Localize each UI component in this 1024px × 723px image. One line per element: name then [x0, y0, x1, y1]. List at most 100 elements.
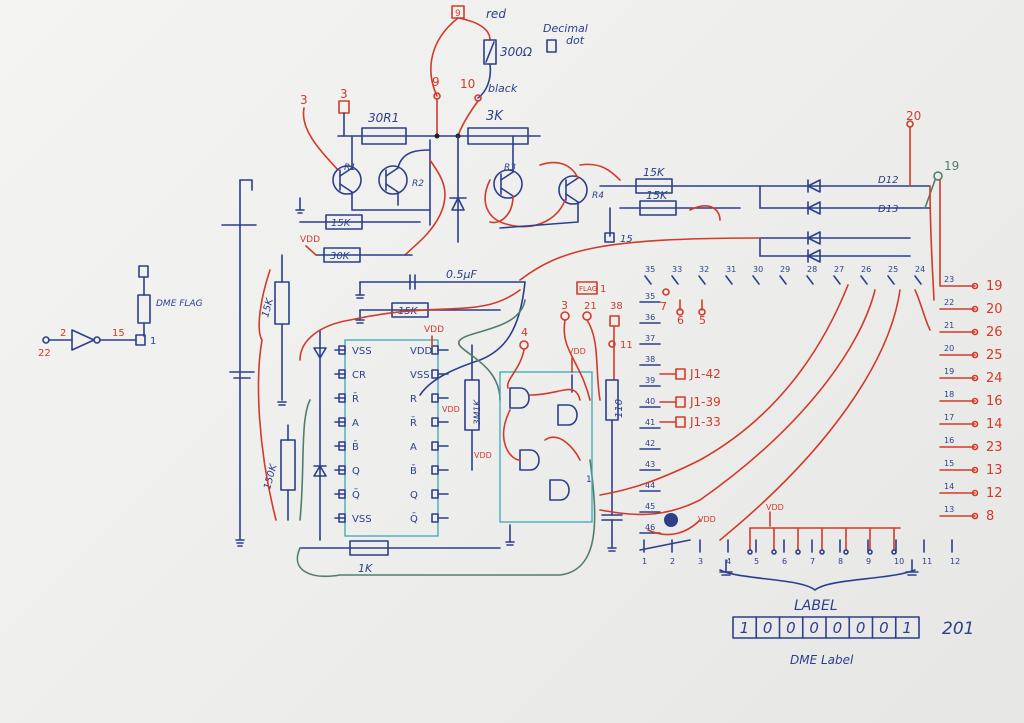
jumper-j1-42: J1-42	[689, 367, 721, 381]
resistor-30k-label: 30K	[330, 251, 351, 262]
q2-label: R2	[412, 179, 424, 189]
connector-top-pin-29: 29	[780, 265, 790, 274]
connector-right-pin-19: 19	[944, 367, 954, 376]
connector-right-label-20: 20	[986, 302, 1003, 317]
label-bit-7: 1	[902, 619, 912, 637]
ic1-outline	[344, 339, 439, 537]
vdd-label-b: VDD	[474, 451, 492, 460]
label-caption: DME Label	[790, 653, 854, 667]
vdd-label-label: VDD	[766, 503, 784, 512]
connector-left-pin-40: 40	[645, 397, 655, 406]
connector-top-pin-35: 35	[645, 265, 655, 274]
label-bit-5: 0	[856, 619, 866, 637]
ic1-right-pin-8: Q̄	[410, 512, 418, 525]
dme-flag-label: DME FLAG	[156, 299, 203, 309]
connector-left-pin-35: 35	[645, 292, 655, 301]
connector-bottom-pin-3: 3	[698, 557, 703, 566]
ic1-left-pin-8: VSS	[352, 514, 372, 525]
connector-bottom-pin-9: 9	[866, 557, 871, 566]
resistor-1k-label: 1K	[358, 562, 373, 575]
ic1-peripherals: 0.5µF 15K 1K 3M1K VDD VDD	[296, 268, 596, 577]
nand-gate-2	[557, 404, 578, 426]
connector-bottom-pin-11: 11	[922, 557, 932, 566]
connector-right-pin-20: 20	[944, 344, 954, 353]
ic1-right-pin-1: VDD	[410, 346, 433, 357]
ic1-left-pin-6: Q	[352, 466, 360, 477]
resistor-15k-a-label: 15K	[331, 218, 352, 229]
connector-top-pin-25: 25	[888, 265, 898, 274]
connector-left-pin-44: 44	[645, 481, 655, 490]
terminal-19	[933, 171, 943, 181]
connector-right-pin-23: 23	[944, 275, 954, 284]
connector-top-pin-26: 26	[861, 265, 871, 274]
transistor-q3: R3	[493, 163, 523, 199]
connector-left-pin-39: 39	[645, 376, 655, 385]
connector-left-pin-36: 36	[645, 313, 655, 322]
vdd-label-a: VDD	[300, 235, 320, 245]
resistor-15k-c	[639, 200, 677, 216]
resistor-3k	[467, 127, 529, 145]
dot-label: dot	[566, 34, 585, 47]
ic1-left-pin-7: Q̄	[352, 488, 360, 501]
ic2-inputs: 4 3 21 FLAG 1 38	[506, 281, 623, 401]
wire-color-black-label: black	[488, 82, 518, 95]
connector-bottom-pin-2: 2	[670, 557, 675, 566]
meter-resistor-value: 300Ω	[500, 45, 533, 59]
connector-right-label-19: 19	[986, 279, 1003, 294]
ic1-left-pin-5: B̄	[352, 440, 359, 453]
connector-bottom-pin-6: 6	[782, 557, 787, 566]
resistor-1k	[349, 540, 389, 556]
decimal-dot-box	[546, 39, 557, 53]
wire-color-red-label: red	[486, 7, 506, 21]
top-resistor-chain: 30R1 3K 3 3	[300, 87, 541, 171]
svg-text:5: 5	[699, 314, 706, 327]
transistor-wiring	[295, 135, 621, 256]
resistor-30r1	[361, 127, 407, 145]
connector-right-label-12: 12	[986, 486, 1003, 501]
pin-label-22-left: 22	[38, 348, 51, 359]
pin-label-3b: 3	[300, 93, 308, 107]
ic1-right-pin-5: A	[410, 442, 417, 453]
resistor-15k-b	[635, 178, 673, 194]
transistor-q2: R2	[378, 165, 424, 195]
resistor-30k	[323, 247, 361, 263]
connector-left-pin-43: 43	[645, 460, 655, 469]
label-bit-1: 0	[763, 619, 773, 637]
svg-text:6: 6	[677, 314, 684, 327]
connector-right-label-24: 24	[986, 371, 1003, 386]
bias-resistors: 15K 30K VDD 15K 15K 15	[299, 166, 761, 263]
nand-gate-3	[519, 449, 540, 471]
vdd-label-connector: VDD	[698, 515, 716, 524]
ic2-outline	[499, 371, 593, 523]
decimal-label: Decimal	[543, 22, 588, 35]
ic2-pin-label: 1	[586, 475, 592, 485]
label-bit-6: 0	[879, 619, 889, 637]
resistor-150k	[280, 439, 296, 491]
ic1-left-pin-2: CR	[352, 370, 366, 381]
zener-diode	[451, 197, 465, 211]
pin-box-3	[338, 100, 350, 114]
connector-bottom-pin-1: 1	[642, 557, 647, 566]
pin-label-3-ic2: 3	[561, 299, 568, 312]
resistor-3k-label: 3K	[486, 109, 504, 124]
connector-right-pin-18: 18	[944, 390, 954, 399]
label-bit-2: 0	[786, 619, 796, 637]
pin-label-15-top: 15	[620, 234, 633, 245]
ic1-right-pin-6: B̄	[410, 464, 417, 477]
ic1-left-pin-4: A	[352, 418, 359, 429]
pin-label-15-left: 15	[112, 328, 125, 339]
dme-flag-inverter: DME FLAG 22 2 15 1	[38, 265, 203, 359]
label-title: LABEL	[794, 598, 838, 614]
connector-top-pin-33: 33	[672, 265, 682, 274]
connector-left-pin-46: 46	[645, 523, 655, 532]
jumper-j1-39: J1-39	[689, 395, 721, 409]
pin-label-2-left: 2	[60, 328, 66, 339]
vdd-label-ic1: VDD	[424, 325, 444, 335]
connector-right-pin-16: 16	[944, 436, 954, 445]
connector-left-pin-42: 42	[645, 439, 655, 448]
connector-bottom-pin-12: 12	[950, 557, 960, 566]
